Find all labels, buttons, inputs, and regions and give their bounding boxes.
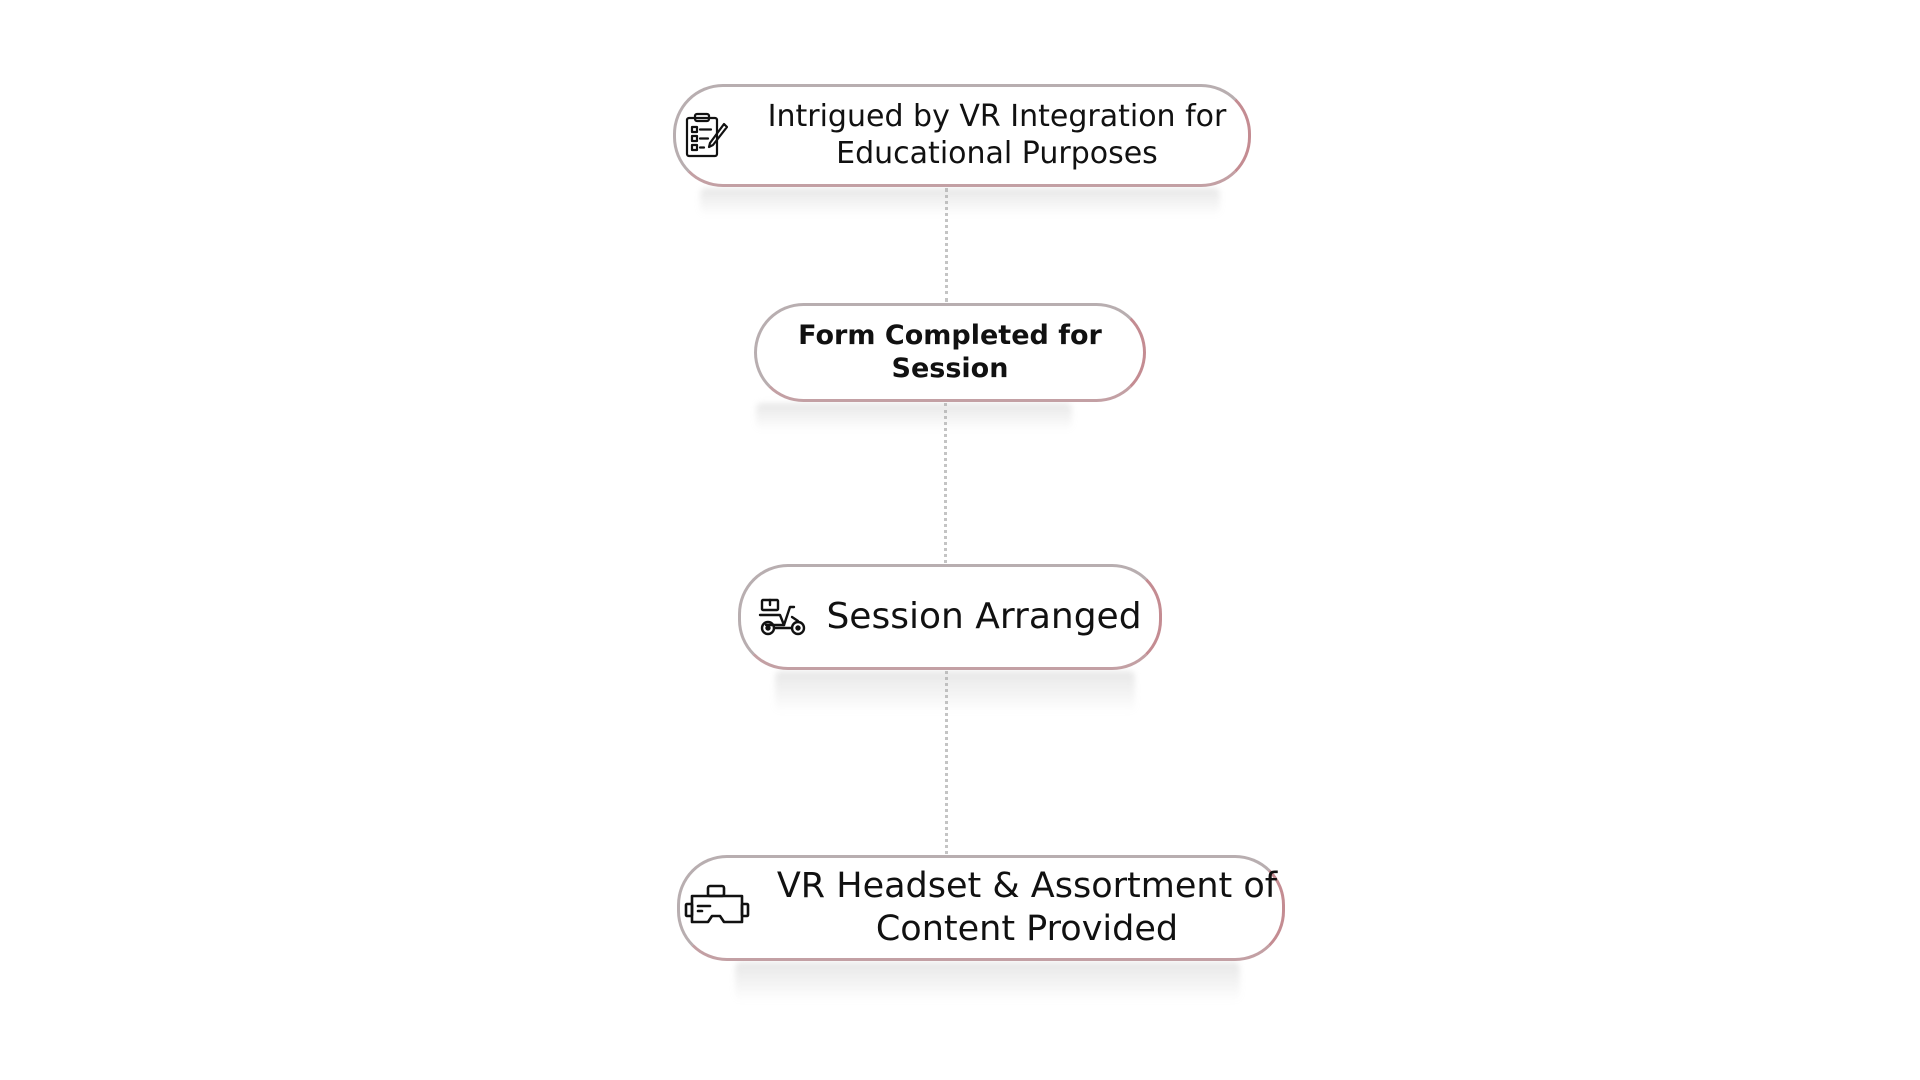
node-shadow xyxy=(775,671,1135,713)
step-label: Session Arranged xyxy=(826,596,1142,638)
step-node-interest: Intrigued by VR Integration for Educatio… xyxy=(673,84,1251,187)
step-label: Intrigued by VR Integration for Educatio… xyxy=(767,98,1227,171)
node-shadow xyxy=(700,188,1220,216)
connector-1-2 xyxy=(945,188,948,302)
node-shadow xyxy=(735,962,1240,1002)
delivery-scooter-icon xyxy=(758,597,808,637)
vr-headset-icon xyxy=(684,884,750,932)
step-node-form: Form Completed for Session xyxy=(754,303,1146,402)
connector-2-3 xyxy=(944,403,947,563)
step-label: VR Headset & Assortment of Content Provi… xyxy=(776,866,1278,949)
step-node-session: Session Arranged xyxy=(738,564,1162,670)
step-node-vr-provided: VR Headset & Assortment of Content Provi… xyxy=(677,855,1285,961)
node-shadow xyxy=(756,403,1072,431)
clipboard-checklist-icon xyxy=(684,112,728,160)
step-label: Form Completed for Session xyxy=(798,319,1102,384)
connector-3-4 xyxy=(945,671,948,854)
